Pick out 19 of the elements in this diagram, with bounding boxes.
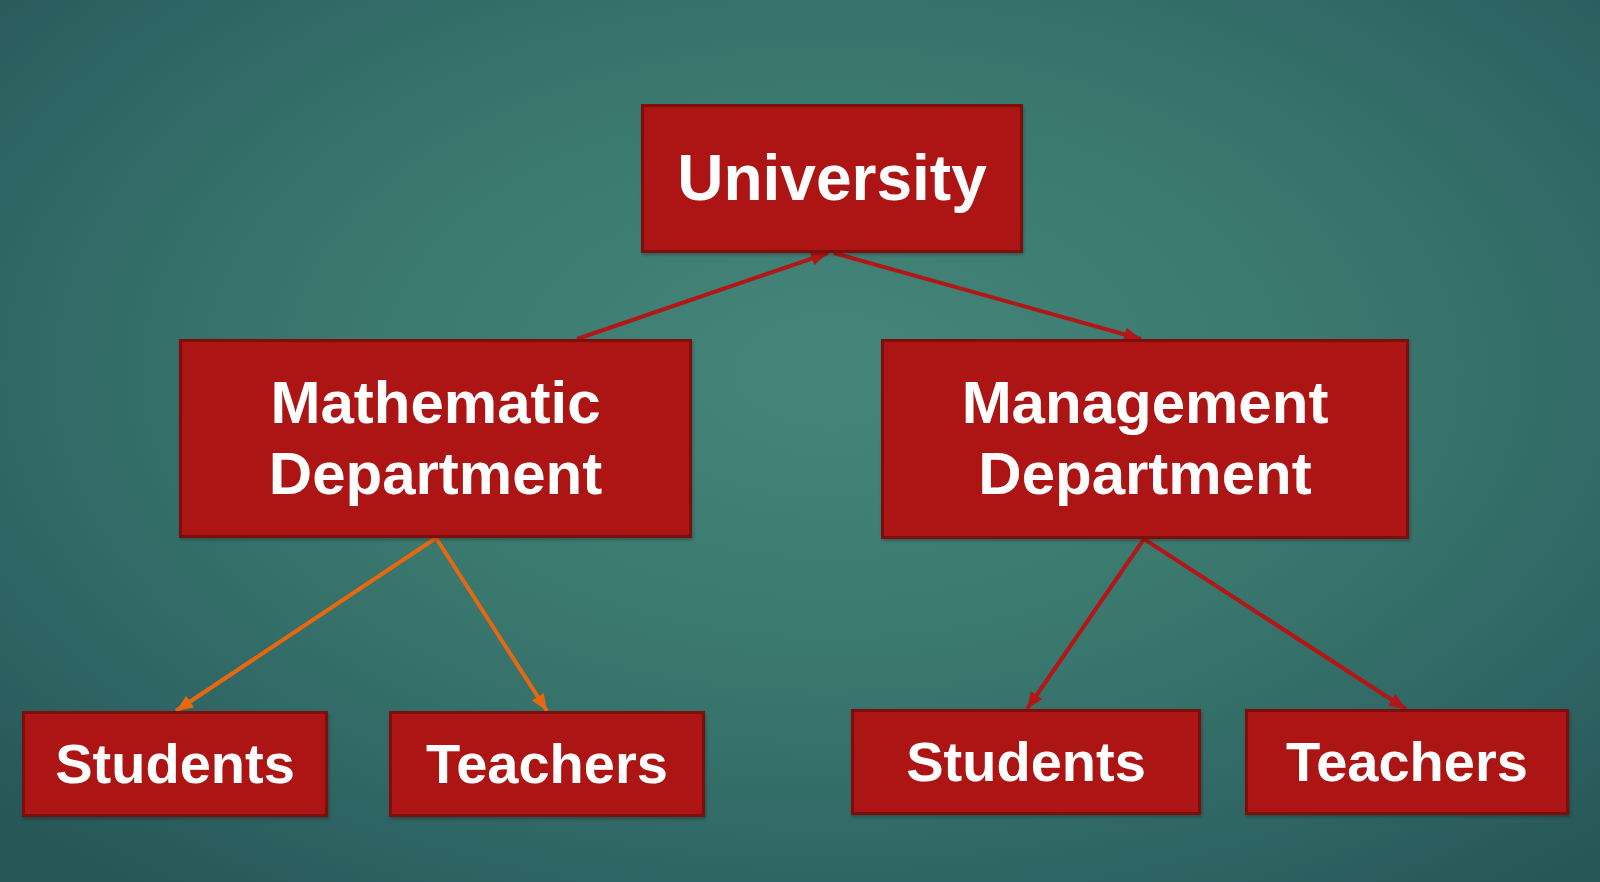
box-label: Mathematic Department xyxy=(267,367,604,509)
box-label: Students xyxy=(906,728,1146,795)
arrow xyxy=(576,251,829,341)
org-chart-box xyxy=(179,339,692,538)
org-chart-box xyxy=(1245,709,1569,815)
box-label: University xyxy=(677,140,987,216)
arrow xyxy=(174,536,438,713)
arrow xyxy=(434,536,549,713)
box-label: Students xyxy=(55,730,295,797)
org-chart-box xyxy=(389,711,705,817)
org-chart-box xyxy=(22,711,328,817)
arrow xyxy=(1025,537,1146,711)
box-label: Teachers xyxy=(426,730,668,797)
box-label: Management Department xyxy=(960,368,1330,509)
org-chart-box xyxy=(641,104,1023,253)
org-chart-box xyxy=(881,339,1409,539)
org-chart-box xyxy=(851,709,1201,815)
arrow xyxy=(1142,537,1408,711)
box-label: Teachers xyxy=(1286,728,1528,795)
